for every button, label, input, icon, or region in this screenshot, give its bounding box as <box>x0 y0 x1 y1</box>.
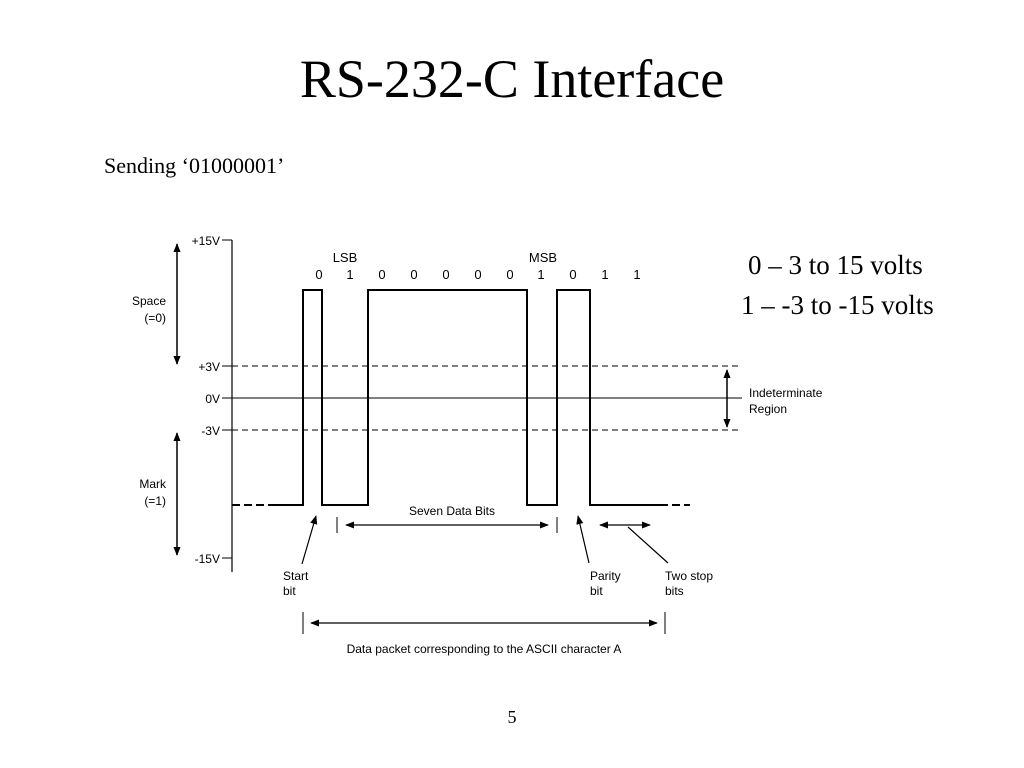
label-minus15v: -15V <box>195 552 220 566</box>
signal-waveform <box>268 289 660 506</box>
bit-value: 0 <box>569 267 576 282</box>
label-mark-value: (=1) <box>144 494 166 508</box>
start-bit-pointer <box>301 515 318 565</box>
label-data-packet: Data packet corresponding to the ASCII c… <box>347 642 622 656</box>
stop-bits-pointer <box>627 526 669 564</box>
label-start: Start <box>283 569 309 583</box>
bit-value: 1 <box>346 267 353 282</box>
note-zero-voltage: 0 – 3 to 15 volts <box>748 250 923 280</box>
slide-title: RS-232-C Interface <box>299 49 725 109</box>
label-space-value: (=0) <box>144 311 166 325</box>
label-mark: Mark <box>139 477 167 491</box>
bit-value: 1 <box>601 267 608 282</box>
label-plus3v: +3V <box>198 360 220 374</box>
label-minus3v: -3V <box>201 424 220 438</box>
seven-data-bits-label-bg <box>394 503 506 519</box>
bit-value: 0 <box>378 267 385 282</box>
label-msb: MSB <box>529 250 557 265</box>
bit-value: 0 <box>442 267 449 282</box>
bit-value: 0 <box>506 267 513 282</box>
label-start-bit: bit <box>283 584 296 598</box>
label-two-stop: Two stop <box>665 569 713 583</box>
parity-bit-pointer <box>576 515 590 564</box>
label-parity-bit: bit <box>590 584 603 598</box>
label-indeterminate-region: Region <box>749 402 787 416</box>
label-0v: 0V <box>205 392 220 406</box>
bit-value: 1 <box>537 267 544 282</box>
label-seven-data-bits: Seven Data Bits <box>409 504 495 518</box>
bit-value: 1 <box>633 267 640 282</box>
label-lsb: LSB <box>333 250 358 265</box>
slide-subtitle: Sending ‘01000001’ <box>104 153 285 178</box>
bit-value: 0 <box>410 267 417 282</box>
page-number: 5 <box>507 707 517 727</box>
label-two-stop-bits: bits <box>665 584 684 598</box>
label-indeterminate: Indeterminate <box>749 386 823 400</box>
bit-value: 0 <box>474 267 481 282</box>
label-parity: Parity <box>590 569 621 583</box>
bit-value: 0 <box>315 267 322 282</box>
label-plus15v: +15V <box>192 234 220 248</box>
label-space: Space <box>132 294 166 308</box>
note-one-voltage: 1 – -3 to -15 volts <box>741 290 934 320</box>
